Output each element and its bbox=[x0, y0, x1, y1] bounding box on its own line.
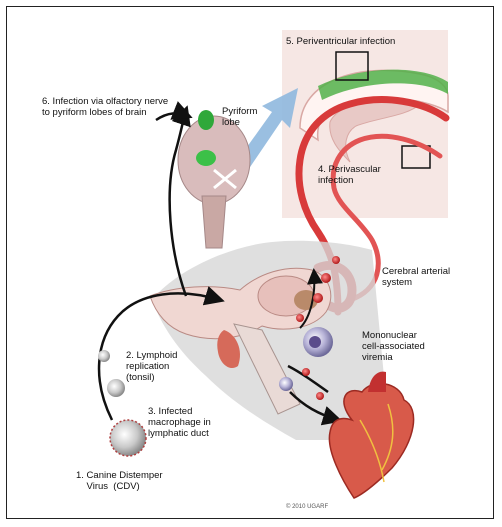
virus-particle bbox=[98, 350, 110, 362]
cell-nucleus bbox=[309, 336, 321, 348]
virus-particle-large bbox=[110, 420, 146, 456]
label-step-6: 6. Infection via olfactory nerve to pyri… bbox=[42, 96, 168, 118]
olfactory-green bbox=[196, 150, 216, 166]
label-step-5: 5. Periventricular infection bbox=[286, 36, 395, 47]
label-cerebral-arterial-system: Cerebral arterial system bbox=[382, 266, 450, 288]
copyright-text: © 2010 UGARF bbox=[286, 502, 328, 513]
virus-particle bbox=[107, 379, 125, 397]
label-step-1: 1. Canine Distemper Virus (CDV) bbox=[76, 470, 163, 492]
brain-stem bbox=[202, 196, 226, 248]
label-step-4: 4. Perivascular infection bbox=[318, 164, 381, 186]
red-blood-cell bbox=[302, 368, 310, 376]
label-viremia: Mononuclear cell-associated viremia bbox=[362, 330, 425, 363]
red-blood-cell bbox=[332, 256, 340, 264]
red-blood-cell bbox=[316, 392, 324, 400]
label-step-2: 2. Lymphoid replication (tonsil) bbox=[126, 350, 177, 383]
pyriform-lobe-green bbox=[198, 110, 214, 130]
label-pyriform-lobe: Pyriform lobe bbox=[222, 106, 257, 128]
label-step-3: 3. Infected macrophage in lymphatic duct bbox=[148, 406, 211, 439]
red-blood-cell bbox=[296, 314, 304, 322]
infected-macrophage bbox=[279, 377, 293, 391]
red-blood-cell bbox=[313, 293, 323, 303]
red-blood-cell bbox=[321, 273, 331, 283]
